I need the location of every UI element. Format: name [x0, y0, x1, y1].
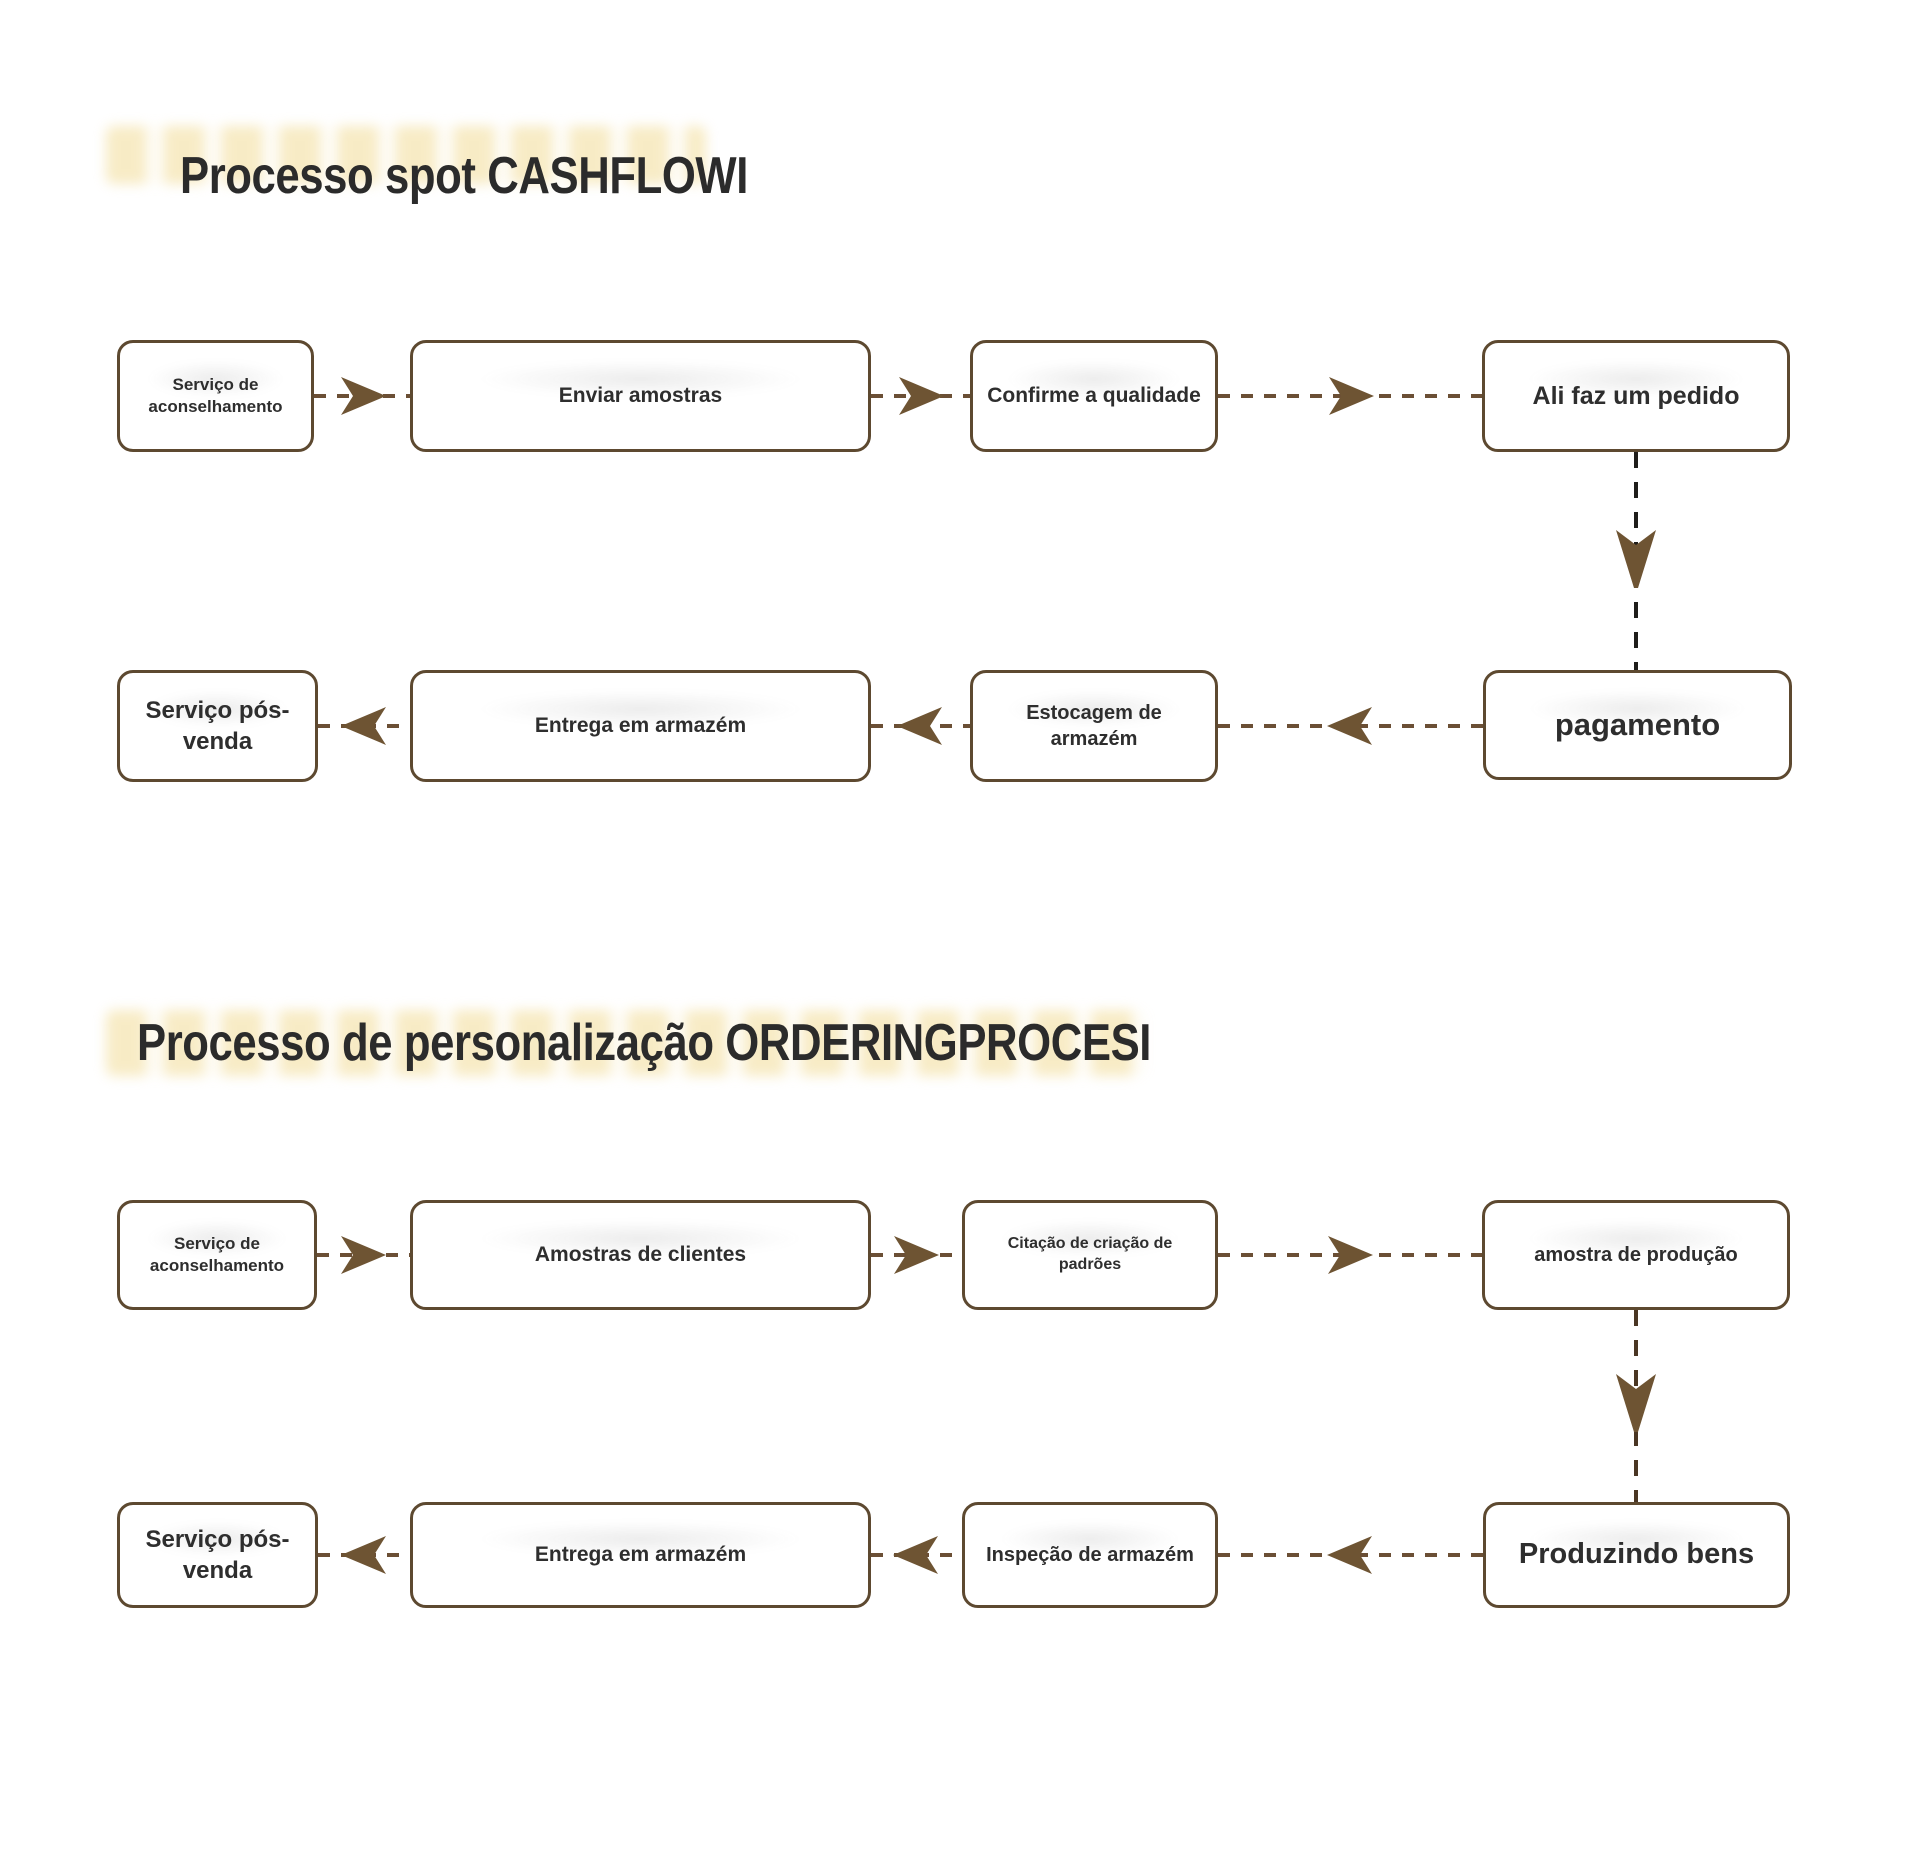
- arrow-right-icon: [1328, 376, 1374, 416]
- box-customer-samples: Amostras de clientes: [410, 1200, 871, 1310]
- box-advice-service: Serviço de aconselhamento: [117, 340, 314, 452]
- box-warehouse-inspection: Inspeção de armazém: [962, 1502, 1218, 1608]
- arrow-down-icon: [1614, 530, 1658, 590]
- box-production-sample: amostra de produção: [1482, 1200, 1790, 1310]
- title-ghost-watermark: [106, 1010, 1146, 1076]
- arrow-right-icon: [340, 376, 386, 416]
- arrow-right-icon: [340, 1235, 386, 1275]
- box-label: Inspeção de armazém: [986, 1544, 1194, 1566]
- title-ghost-watermark: [106, 126, 706, 184]
- box-confirm-quality: Confirme a qualidade: [970, 340, 1218, 452]
- box-send-samples: Enviar amostras: [410, 340, 871, 452]
- arrow-left-icon: [1327, 706, 1373, 746]
- arrow-left-icon: [1327, 1535, 1373, 1575]
- arrow-down-icon: [1614, 1374, 1658, 1434]
- box-after-sales: Serviço pós-venda: [117, 670, 318, 782]
- box-label: Estocagem de armazém: [1026, 702, 1162, 750]
- box-warehouse-stocking: Estocagem de armazém: [970, 670, 1218, 782]
- box-pattern-quotation: Citação de criação de padrões: [962, 1200, 1218, 1310]
- box-label: Entrega em armazém: [534, 714, 747, 738]
- box-label: Citação de criação de padrões: [1007, 1235, 1173, 1273]
- box-label: Serviço de aconselhamento: [148, 374, 283, 416]
- box-label: Serviço de aconselhamento: [149, 1233, 285, 1275]
- box-label: Ali faz um pedido: [1532, 381, 1740, 410]
- box-payment: pagamento: [1483, 670, 1792, 780]
- box-label: Confirme a qualidade: [987, 384, 1201, 408]
- arrow-left-icon: [341, 706, 387, 746]
- box-label: Amostras de clientes: [534, 1243, 747, 1267]
- box-order-placed: Ali faz um pedido: [1482, 340, 1790, 452]
- box-producing-goods: Produzindo bens: [1483, 1502, 1790, 1608]
- arrow-left-icon: [341, 1535, 387, 1575]
- arrow-right-icon: [893, 1235, 939, 1275]
- box-label: Produzindo bens: [1518, 1538, 1755, 1571]
- arrow-left-icon: [893, 1535, 939, 1575]
- box-warehouse-delivery-2: Entrega em armazém: [410, 1502, 871, 1608]
- box-label: Entrega em armazém: [534, 1543, 747, 1567]
- arrow-right-icon: [1327, 1235, 1373, 1275]
- box-label: pagamento: [1554, 706, 1721, 742]
- arrow-left-icon: [897, 706, 943, 746]
- box-after-sales-2: Serviço pós-venda: [117, 1502, 318, 1608]
- box-label: amostra de produção: [1534, 1244, 1738, 1266]
- box-advice-service-2: Serviço de aconselhamento: [117, 1200, 317, 1310]
- box-label: Serviço pós-venda: [145, 696, 290, 755]
- box-warehouse-delivery: Entrega em armazém: [410, 670, 871, 782]
- arrow-right-icon: [898, 376, 944, 416]
- box-label: Enviar amostras: [558, 384, 723, 408]
- chart2-title: Processo de personalização ORDERINGPROCE…: [137, 1014, 1152, 1072]
- chart1-title: Processo spot CASHFLOWI: [180, 147, 748, 205]
- box-label: Serviço pós-venda: [145, 1525, 290, 1584]
